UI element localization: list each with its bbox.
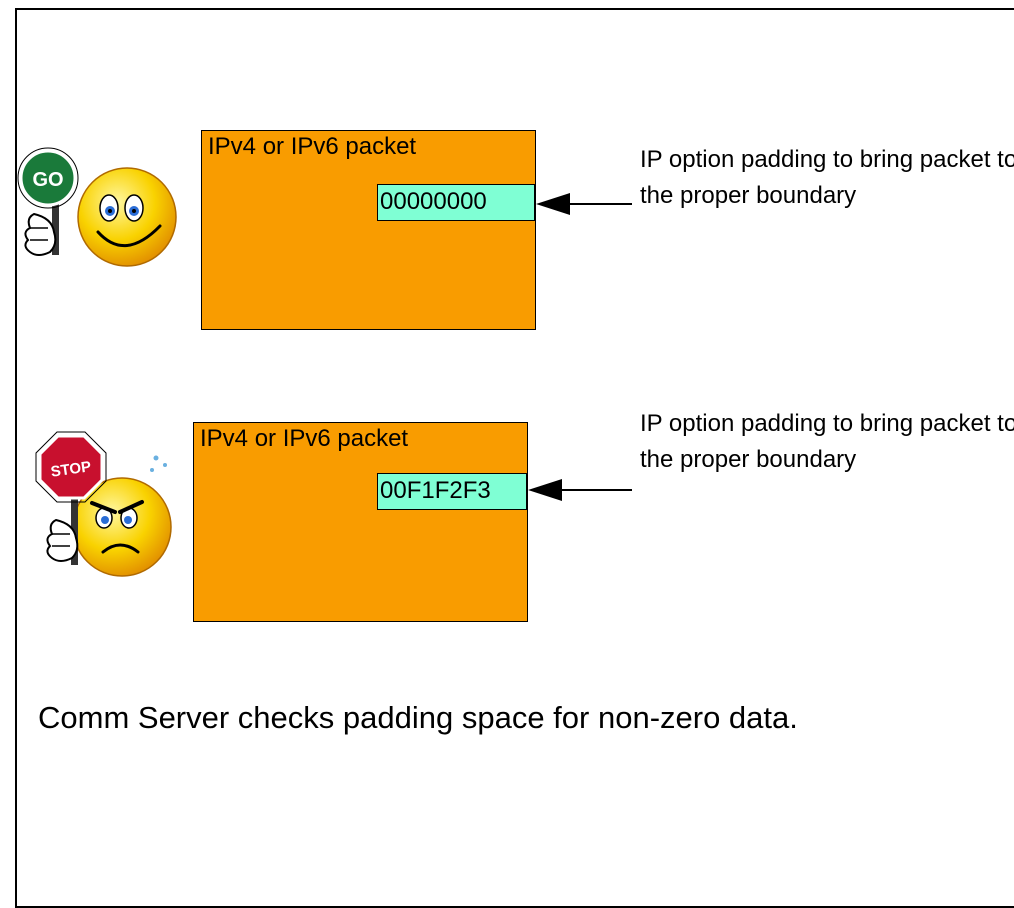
svg-text:STOP: STOP bbox=[50, 458, 93, 480]
svg-text:GO: GO bbox=[32, 169, 63, 191]
go-sign-icon: GO bbox=[17, 147, 79, 256]
packet-title: IPv4 or IPv6 packet bbox=[208, 133, 417, 160]
packet-box-stop: IPv4 or IPv6 packet 00F1F2F3 bbox=[193, 422, 528, 622]
arrow-go bbox=[536, 193, 632, 215]
stop-sign-icon: STOP bbox=[35, 431, 107, 565]
packet-box-go: IPv4 or IPv6 packet 00000000 bbox=[201, 130, 536, 330]
caption: Comm Server checks padding space for non… bbox=[38, 700, 798, 735]
padding-note: IP option padding to bring packet to the… bbox=[640, 410, 1014, 473]
padding-field: 00F1F2F3 bbox=[377, 473, 527, 510]
padding-note: IP option padding to bring packet to the… bbox=[640, 146, 1014, 209]
padding-field: 00000000 bbox=[377, 184, 535, 221]
angry-face-icon bbox=[72, 455, 172, 577]
happy-face-icon bbox=[77, 167, 177, 267]
arrow-stop bbox=[528, 479, 632, 501]
packet-title: IPv4 or IPv6 packet bbox=[200, 425, 409, 452]
